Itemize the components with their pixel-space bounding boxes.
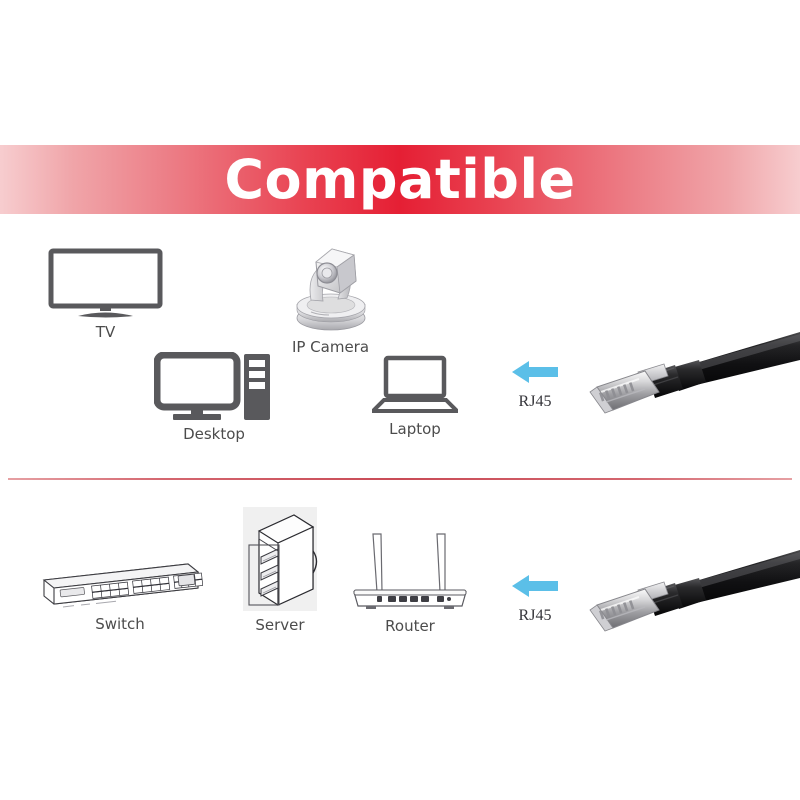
header-banner: Compatible: [0, 145, 800, 214]
tv-icon: [48, 248, 163, 318]
rj45-ethernet-cable-bottom: [589, 550, 800, 632]
device-label-laptop: Laptop: [389, 420, 441, 438]
device-label-router: Router: [385, 617, 435, 635]
connector-label-rj45-top: RJ45: [518, 393, 552, 410]
wifi-router-icon: [353, 533, 467, 609]
device-label-switch: Switch: [95, 615, 145, 633]
device-label-tv: TV: [95, 323, 116, 341]
device-node-router: Router: [340, 530, 480, 635]
network-switch-icon: [42, 563, 203, 608]
device-node-laptop: Laptop: [355, 355, 475, 438]
rj45-ethernet-cable-top: [589, 332, 800, 414]
server-rack-icon: [243, 507, 318, 611]
ip-camera-icon: [296, 248, 365, 331]
device-node-desktop: Desktop: [133, 352, 295, 443]
device-label-desktop: Desktop: [183, 425, 245, 443]
connector-group-top: RJ45: [495, 358, 575, 411]
laptop-icon: [372, 355, 458, 413]
desktop-computer-icon: [154, 352, 270, 420]
device-label-server: Server: [255, 616, 305, 634]
device-node-switch: Switch: [20, 550, 220, 633]
device-label-ip-camera: IP Camera: [291, 338, 370, 356]
page-title: Compatible: [224, 147, 576, 211]
device-node-ip-camera: IP Camera: [258, 240, 403, 356]
section-divider: [8, 478, 792, 480]
arrow-left-icon: [512, 361, 558, 383]
connector-group-bottom: RJ45: [495, 572, 575, 625]
arrow-left-icon: [512, 575, 558, 597]
connector-label-rj45-bottom: RJ45: [518, 607, 552, 624]
device-node-server: Server: [234, 505, 326, 634]
device-node-tv: TV: [38, 248, 173, 341]
